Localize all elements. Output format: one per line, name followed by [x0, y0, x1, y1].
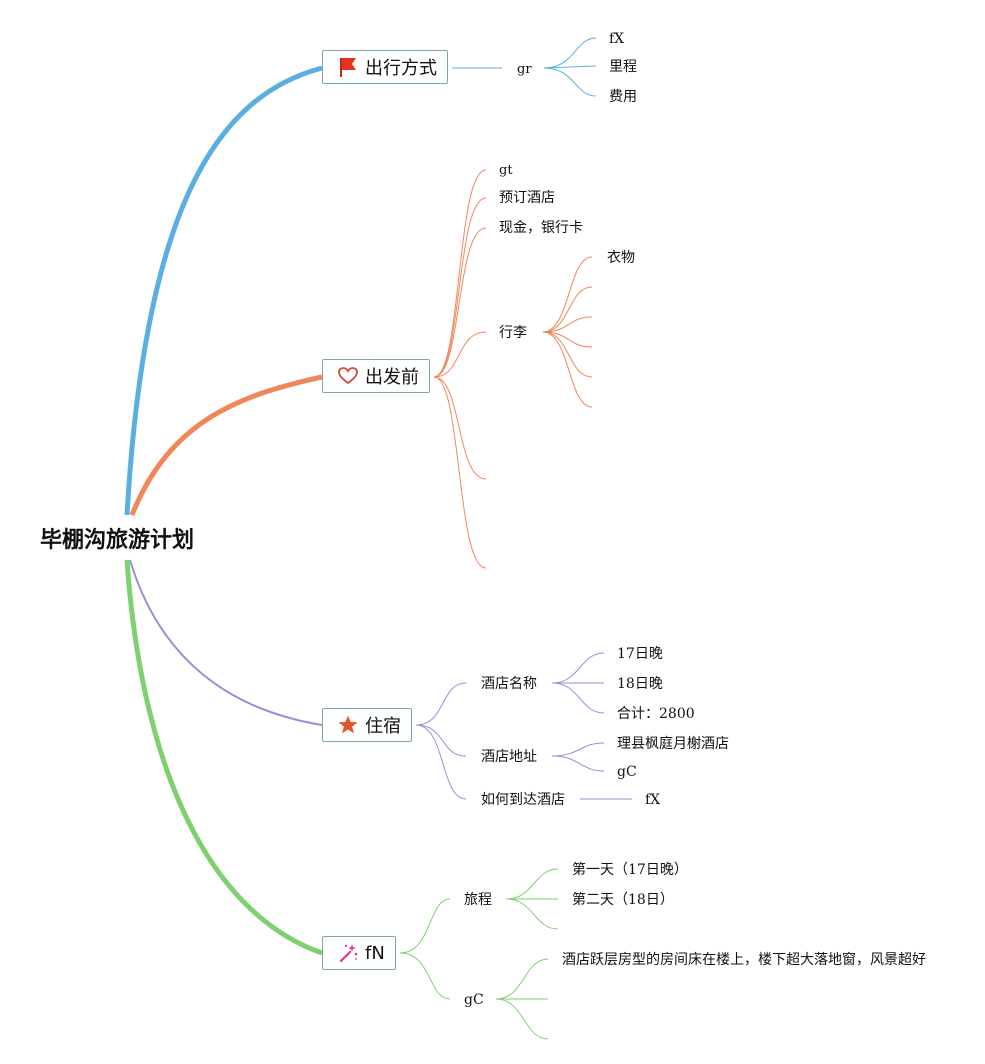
- connector-root-lodging: [129, 559, 323, 726]
- node-travel-fx[interactable]: fX: [609, 31, 625, 47]
- node-travel-gr[interactable]: gr: [517, 62, 532, 77]
- heart-icon: [337, 365, 359, 387]
- node-lodging-hotel-name[interactable]: 酒店名称: [481, 676, 537, 692]
- magic-wand-icon: [337, 942, 359, 964]
- lodging-branch-links: [415, 652, 632, 800]
- topic-label: fN: [365, 942, 385, 964]
- flag-icon: [337, 56, 359, 78]
- node-before-book-hotel[interactable]: 预订酒店: [499, 190, 555, 206]
- node-lodging-address-value[interactable]: 理县枫庭月榭酒店: [617, 736, 729, 752]
- node-before-cash-card[interactable]: 现金，银行卡: [499, 220, 583, 236]
- node-lodging-night-18[interactable]: 18日晚: [617, 676, 663, 692]
- topic-label: 住宿: [365, 716, 401, 737]
- root-title[interactable]: 毕棚沟旅游计划: [40, 528, 195, 553]
- node-lodging-reach-fx[interactable]: fX: [645, 792, 661, 808]
- node-other-gc[interactable]: gC: [464, 992, 484, 1008]
- node-itinerary-day1[interactable]: 第一天（17日晚）: [572, 862, 688, 878]
- node-luggage-clothes[interactable]: 衣物: [607, 250, 635, 266]
- topic-before-departure[interactable]: 出发前: [322, 359, 430, 393]
- node-lodging-night-17[interactable]: 17日晚: [617, 646, 663, 662]
- node-lodging-hotel-address[interactable]: 酒店地址: [481, 749, 537, 765]
- topic-label: 出行方式: [365, 58, 437, 79]
- node-lodging-address-gc[interactable]: gC: [617, 764, 637, 780]
- topic-lodging[interactable]: 住宿: [322, 708, 412, 742]
- node-gc-hotel-note[interactable]: 酒店跃层房型的房间床在楼上，楼下超大落地窗，风景超好: [562, 952, 926, 968]
- travel-branch-links: [452, 37, 597, 97]
- connector-root-other: [124, 559, 323, 956]
- node-lodging-total[interactable]: 合计：2800: [617, 706, 695, 722]
- node-before-luggage[interactable]: 行李: [499, 325, 527, 341]
- connector-root-before: [129, 374, 323, 516]
- topic-label: 出发前: [365, 367, 419, 388]
- node-travel-mileage[interactable]: 里程: [609, 59, 637, 75]
- star-icon: [337, 714, 359, 736]
- node-travel-cost[interactable]: 费用: [609, 89, 637, 105]
- node-other-itinerary[interactable]: 旅程: [464, 892, 492, 908]
- before-branch-links: [433, 169, 593, 569]
- connector-root-travel: [124, 65, 323, 516]
- node-itinerary-day2[interactable]: 第二天（18日）: [572, 892, 674, 908]
- node-before-gt[interactable]: gt: [499, 163, 513, 178]
- node-lodging-how-to-reach[interactable]: 如何到达酒店: [481, 792, 565, 808]
- topic-other[interactable]: fN: [322, 936, 396, 970]
- topic-travel-mode[interactable]: 出行方式: [322, 50, 448, 84]
- other-branch-links: [399, 868, 559, 1040]
